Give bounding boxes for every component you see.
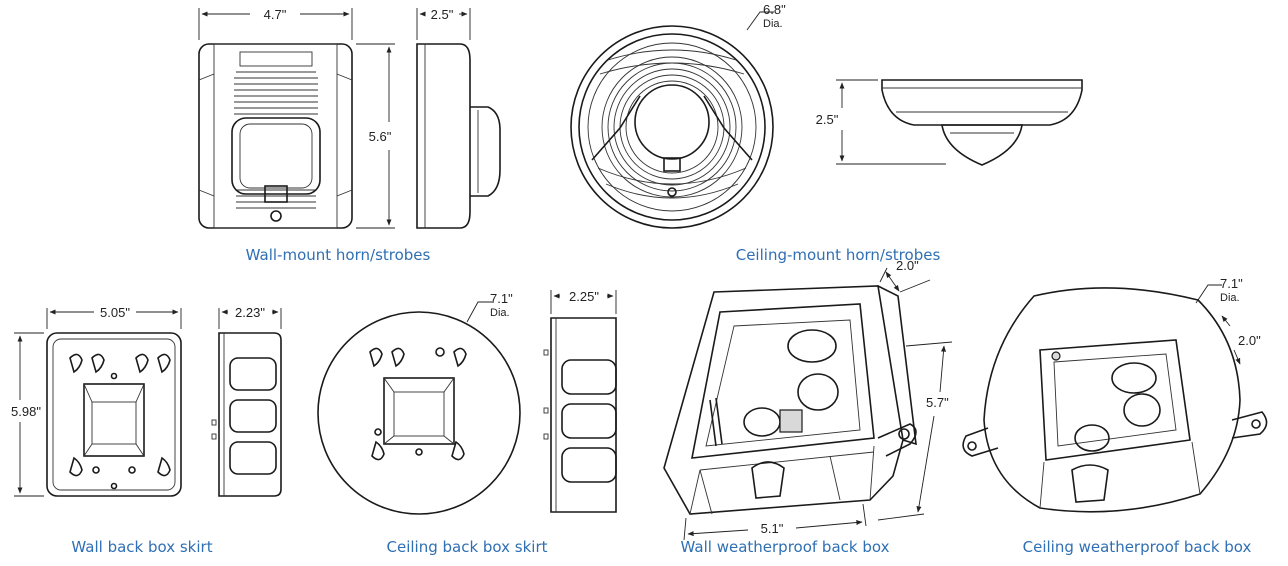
dim-wall-skirt-depth: 2.23" xyxy=(235,305,265,320)
dim-wall-skirt-width: 5.05" xyxy=(100,305,130,320)
ceiling-skirt-dimensions: 7.1" Dia. 2.25" xyxy=(466,289,617,323)
wall-horn-dimensions: 4.7" 2.5" 5.6" xyxy=(198,7,471,229)
dim-ceiling-weatherproof-depth: 2.0" xyxy=(1238,333,1261,348)
dim-ceiling-horn-dia-label: Dia. xyxy=(763,18,783,30)
caption-wall-weatherproof-back-box: Wall weatherproof back box xyxy=(680,538,890,556)
dim-ceiling-skirt-diameter: 7.1" xyxy=(490,291,513,306)
dim-wall-skirt-height: 5.98" xyxy=(11,404,41,419)
caption-wall-back-box-skirt: Wall back box skirt xyxy=(71,538,213,556)
ceiling-horn-side-drawing xyxy=(881,79,1083,166)
dim-ceiling-weatherproof-diameter: 7.1" xyxy=(1220,276,1243,291)
dim-wall-weatherproof-depth: 2.0" xyxy=(896,258,919,273)
dim-wall-weatherproof-width: 5.1" xyxy=(761,521,784,536)
dim-wall-horn-height: 5.6" xyxy=(369,129,392,144)
dim-wall-horn-depth: 2.5" xyxy=(431,7,454,22)
dim-wall-weatherproof-height: 5.7" xyxy=(926,395,949,410)
ceiling-horn-dimensions: 6.8" Dia. 2.5" xyxy=(746,2,946,165)
dim-ceiling-skirt-depth: 2.25" xyxy=(569,289,599,304)
ceiling-skirt-top-drawing xyxy=(317,311,521,515)
wall-weatherproof-box-drawing xyxy=(663,285,917,515)
wall-skirt-side-drawing xyxy=(211,332,282,497)
wall-horn-side-drawing xyxy=(416,43,501,229)
ceiling-horn-top-drawing xyxy=(570,25,774,229)
caption-ceiling-weatherproof-back-box: Ceiling weatherproof back box xyxy=(1022,538,1252,556)
wall-skirt-front-drawing xyxy=(46,332,182,497)
ceiling-skirt-side-drawing xyxy=(543,317,617,513)
dim-ceiling-weatherproof-dia-label: Dia. xyxy=(1220,292,1240,304)
caption-wall-mount-horn-strobes: Wall-mount horn/strobes xyxy=(245,246,431,264)
ceiling-weatherproof-box-drawing xyxy=(962,287,1268,513)
ceiling-weatherproof-dimensions: 7.1" Dia. 2.0" xyxy=(1195,276,1261,365)
caption-ceiling-mount-horn-strobes: Ceiling-mount horn/strobes xyxy=(735,246,941,264)
wall-horn-front-drawing xyxy=(198,43,353,229)
wall-skirt-dimensions: 5.05" 2.23" 5.98" xyxy=(11,305,282,497)
caption-ceiling-back-box-skirt: Ceiling back box skirt xyxy=(386,538,548,556)
dim-ceiling-horn-diameter: 6.8" xyxy=(763,2,786,17)
dim-ceiling-horn-height: 2.5" xyxy=(816,112,839,127)
dim-wall-horn-width: 4.7" xyxy=(264,7,287,22)
dim-ceiling-skirt-dia-label: Dia. xyxy=(490,307,510,319)
wall-weatherproof-dimensions: 2.0" 5.7" 5.1" xyxy=(683,258,953,541)
